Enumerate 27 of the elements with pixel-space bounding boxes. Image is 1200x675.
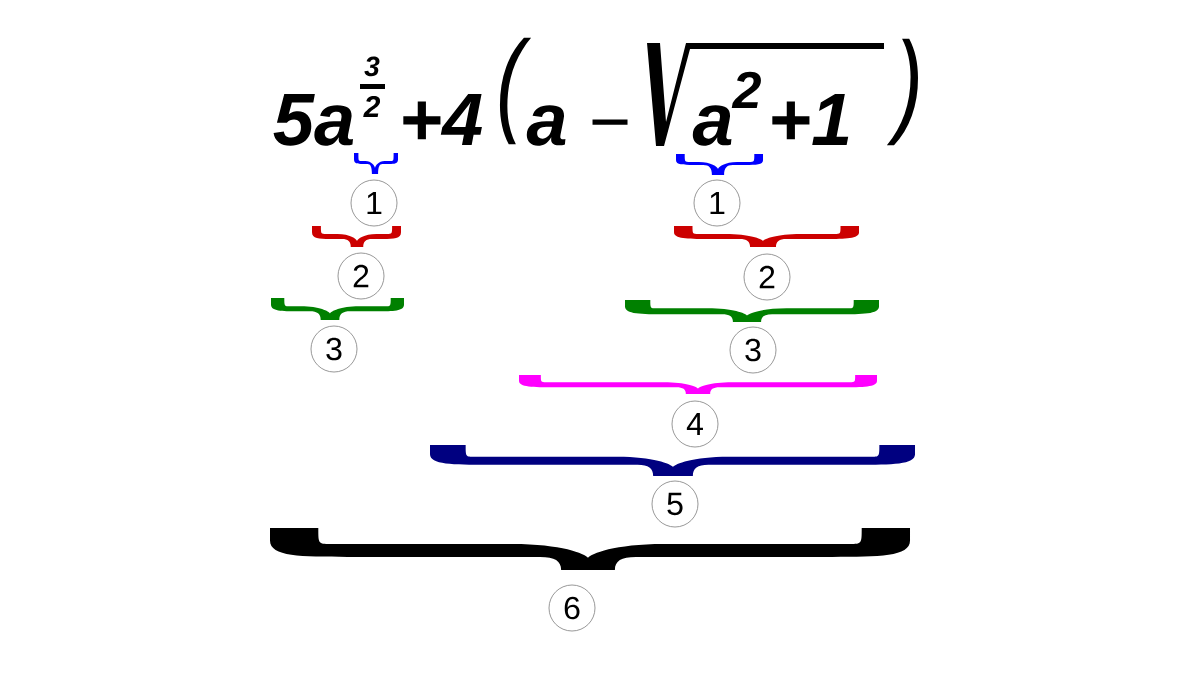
curly-brace	[270, 528, 910, 570]
circled-number: 3	[729, 326, 777, 374]
expression-term: +4	[403, 94, 482, 145]
circled-number: 2	[743, 253, 791, 301]
curly-brace	[674, 226, 859, 247]
curly-brace	[430, 445, 915, 476]
circled-number: 1	[350, 179, 398, 227]
minus-sign: −	[592, 119, 628, 125]
expression-term: 5a	[273, 94, 353, 146]
curly-brace	[354, 153, 398, 174]
parenthesis: )	[886, 38, 918, 146]
circled-number: 2	[337, 252, 385, 300]
circled-number: 6	[548, 584, 596, 632]
expression-term: +1	[772, 94, 849, 145]
exponent-denominator: 2	[363, 96, 381, 117]
circled-number: 5	[651, 480, 699, 528]
curly-brace	[519, 375, 877, 394]
circled-number: 4	[671, 400, 719, 448]
curly-brace	[625, 300, 879, 322]
circled-number: 3	[310, 325, 358, 373]
exponent: 2	[731, 71, 761, 108]
curly-brace	[676, 154, 763, 175]
curly-brace	[271, 298, 404, 320]
circled-number: 1	[693, 179, 741, 227]
exponent-numerator: 3	[364, 56, 380, 77]
curly-brace	[312, 226, 401, 247]
expression-term: a	[692, 105, 732, 146]
